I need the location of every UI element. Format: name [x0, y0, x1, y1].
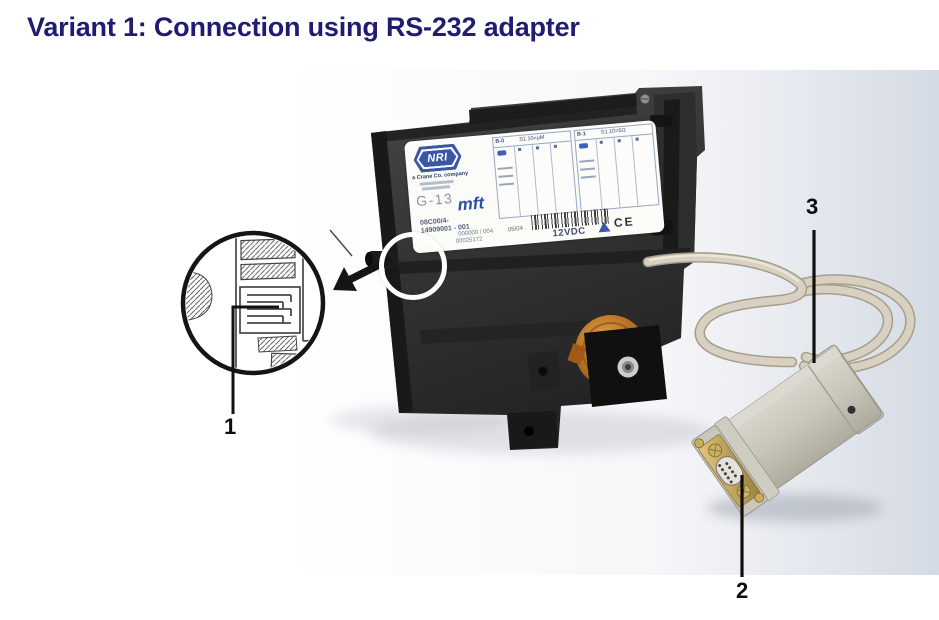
nri-logo-text: NRI	[418, 149, 457, 168]
page-title: Variant 1: Connection using RS-232 adapt…	[27, 12, 580, 42]
leader-line-1	[231, 305, 279, 414]
cable-main-run	[642, 252, 808, 368]
coin-icon	[497, 150, 507, 156]
coin-setting-table: B-0 S1.10=µM B-1 S1.10=6Ω	[491, 123, 660, 220]
db9-pin-holes	[718, 462, 737, 484]
esd-triangle-icon	[597, 221, 611, 233]
label-counter-2: 00025172	[455, 236, 483, 245]
magnifier-detail	[180, 230, 326, 414]
coin-table-left: B-0 S1.10=µM	[491, 130, 578, 220]
db9-dsub-insert	[715, 456, 744, 486]
table-col-b1: B-1	[576, 131, 587, 138]
bottom-coil	[567, 315, 667, 407]
callout-2: 2	[736, 578, 749, 603]
label-model: G-13	[415, 189, 454, 210]
coin-icon	[578, 142, 589, 149]
nri-logo: NRI	[412, 143, 462, 173]
label-series: mft	[456, 193, 485, 215]
db9-connector	[691, 425, 768, 517]
device-label: NRI a Crane Co. company G-13 mft 08C00/4…	[404, 120, 665, 254]
callout-3: 3	[806, 194, 819, 219]
label-company: a Crane Co. company	[411, 170, 469, 182]
callout-1: 1	[224, 414, 237, 439]
highlight-ring	[379, 232, 447, 300]
label-date-code: 05/04	[507, 225, 524, 234]
ce-mark: CE	[613, 214, 636, 230]
coin-table-right: B-1 S1.10=6Ω	[573, 123, 660, 212]
rs232-adapter	[691, 344, 884, 517]
label-voltage: 12VDC	[552, 225, 587, 240]
table-col-b0: B-0	[495, 138, 505, 146]
label-address-line	[422, 185, 451, 191]
